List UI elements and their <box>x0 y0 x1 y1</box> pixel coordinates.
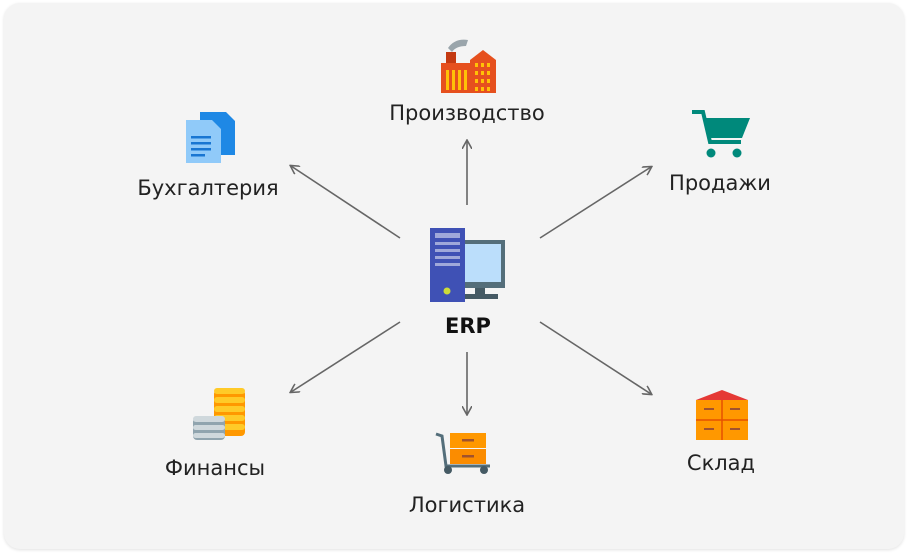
module-accounting-label: Бухгалтерия <box>137 176 279 200</box>
warehouse-boxes-icon <box>696 390 748 440</box>
coins-icon <box>193 388 245 440</box>
arrow-sales <box>539 167 651 239</box>
module-finance-label: Финансы <box>164 456 266 480</box>
erp-label: ERP <box>445 314 491 338</box>
module-warehouse-label: Склад <box>686 451 756 475</box>
factory-icon <box>441 39 496 93</box>
computer-icon <box>430 228 505 302</box>
module-logistics-label: Логистика <box>408 493 526 517</box>
arrow-accounting <box>291 166 401 239</box>
shopping-cart-icon <box>692 110 750 158</box>
hand-truck-icon <box>435 432 490 474</box>
arrow-warehouse <box>539 321 651 394</box>
arrow-finance <box>291 321 401 392</box>
documents-icon <box>186 112 235 163</box>
module-production-label: Производство <box>389 101 545 125</box>
module-sales-label: Продажи <box>669 171 771 195</box>
